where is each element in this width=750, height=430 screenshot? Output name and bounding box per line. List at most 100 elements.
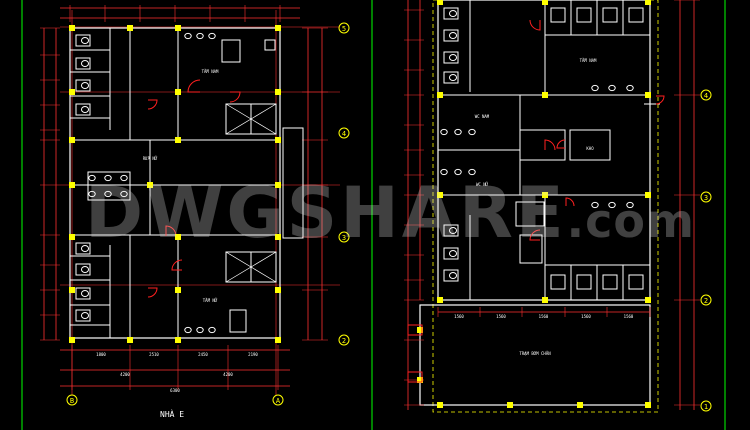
- toilet-fixture: [443, 29, 459, 42]
- door-swing: [556, 139, 566, 149]
- structural-column: [69, 234, 75, 240]
- toilet-fixture: [602, 7, 618, 23]
- structural-column: [275, 137, 281, 143]
- toilet-bowl: [449, 32, 457, 39]
- corridor-block: [282, 127, 304, 239]
- structural-column: [69, 25, 75, 31]
- toilet-bowl: [449, 272, 457, 279]
- structural-column: [175, 337, 181, 343]
- door-swing: [529, 19, 541, 31]
- sink-fixture: [88, 174, 96, 182]
- toilet-fixture: [443, 224, 459, 237]
- dimension-text: 1560: [454, 314, 464, 319]
- toilet-fixture: [75, 34, 91, 47]
- door-swing: [529, 229, 541, 241]
- sink-fixture: [468, 168, 476, 176]
- store-box: [519, 129, 566, 161]
- structural-column: [69, 137, 75, 143]
- structural-column: [127, 337, 133, 343]
- toilet-fixture: [75, 79, 91, 92]
- dimension-text: 2190: [248, 352, 258, 357]
- sink-fixture: [104, 174, 112, 182]
- sink-fixture: [468, 128, 476, 136]
- sink-fixture: [608, 84, 616, 92]
- toilet-fixture: [75, 242, 91, 255]
- dimension-text: 2510: [149, 352, 159, 357]
- toilet-fixture: [550, 274, 566, 290]
- toilet-fixture: [550, 7, 566, 23]
- door-swing: [187, 79, 201, 93]
- sink-fixture: [626, 201, 634, 209]
- dimension-text: 1560: [539, 314, 549, 319]
- grid-bubble-left-3-circle: [338, 231, 350, 243]
- sink-fixture: [440, 168, 448, 176]
- sink-fixture: [196, 32, 204, 40]
- toilet-fixture: [443, 247, 459, 260]
- dashed-outline: [432, 0, 659, 413]
- toilet-fixture: [75, 103, 91, 116]
- structural-column: [147, 182, 153, 188]
- dimension-text: 6300: [170, 388, 180, 393]
- sheet-title: NHÀ E: [160, 410, 185, 419]
- sink-fixture: [608, 201, 616, 209]
- structural-column: [645, 0, 651, 5]
- grid-bubble-right-1-circle: [700, 400, 712, 412]
- store-box: [569, 129, 611, 161]
- structural-column: [175, 287, 181, 293]
- structural-column: [275, 25, 281, 31]
- toilet-bowl: [81, 266, 89, 273]
- sink-fixture: [184, 326, 192, 334]
- toilet-bowl: [81, 312, 89, 319]
- door-swing: [171, 259, 183, 271]
- grid-bubble-right-1-label: 1: [704, 403, 708, 411]
- store-box: [515, 201, 545, 227]
- toilet-bowl: [81, 245, 89, 252]
- grid-bubble-right-4-circle: [700, 89, 712, 101]
- toilet-fixture: [443, 51, 459, 64]
- grid-bubble-right-3-circle: [700, 191, 712, 203]
- grid-bubble-right-3-label: 3: [704, 194, 708, 202]
- grid-bubble-left-5-label: 5: [342, 25, 346, 33]
- sink-fixture: [454, 168, 462, 176]
- toilet-fixture: [628, 7, 644, 23]
- toilet-fixture: [602, 274, 618, 290]
- toilet-fixture: [576, 274, 592, 290]
- door-swing: [544, 139, 556, 151]
- toilet-fixture: [443, 71, 459, 84]
- structural-column: [437, 92, 443, 98]
- pump-room-outline: [419, 304, 651, 406]
- toilet-fixture: [628, 274, 644, 290]
- sink-fixture: [591, 84, 599, 92]
- structural-column: [645, 92, 651, 98]
- structural-column: [275, 89, 281, 95]
- grid-bubble-left-B-label: B: [70, 397, 74, 405]
- grid-bubble-right-2-label: 2: [704, 297, 708, 305]
- toilet-fixture: [75, 263, 91, 276]
- structural-column: [437, 0, 443, 5]
- toilet-fixture: [576, 7, 592, 23]
- sink-fixture: [208, 32, 216, 40]
- grid-bubble-right-2-circle: [700, 294, 712, 306]
- toilet-bowl: [81, 82, 89, 89]
- structural-column: [127, 25, 133, 31]
- shower-stall: [221, 39, 241, 63]
- shower-cross: [225, 251, 277, 283]
- dimension-text: 1560: [581, 314, 591, 319]
- toilet-bowl: [81, 106, 89, 113]
- grid-bubble-left-2-label: 2: [342, 337, 346, 345]
- structural-column: [69, 287, 75, 293]
- toilet-fixture: [75, 57, 91, 70]
- grid-bubble-left-2-circle: [338, 334, 350, 346]
- structural-column: [542, 297, 548, 303]
- structural-column: [507, 402, 513, 408]
- shower-cross: [225, 103, 277, 135]
- store-box: [519, 234, 543, 264]
- sink-fixture: [208, 326, 216, 334]
- structural-column: [275, 337, 281, 343]
- grid-bubble-left-5-circle: [338, 22, 350, 34]
- toilet-bowl: [449, 250, 457, 257]
- dimension-text: 4200: [223, 372, 233, 377]
- dimension-text: 4200: [120, 372, 130, 377]
